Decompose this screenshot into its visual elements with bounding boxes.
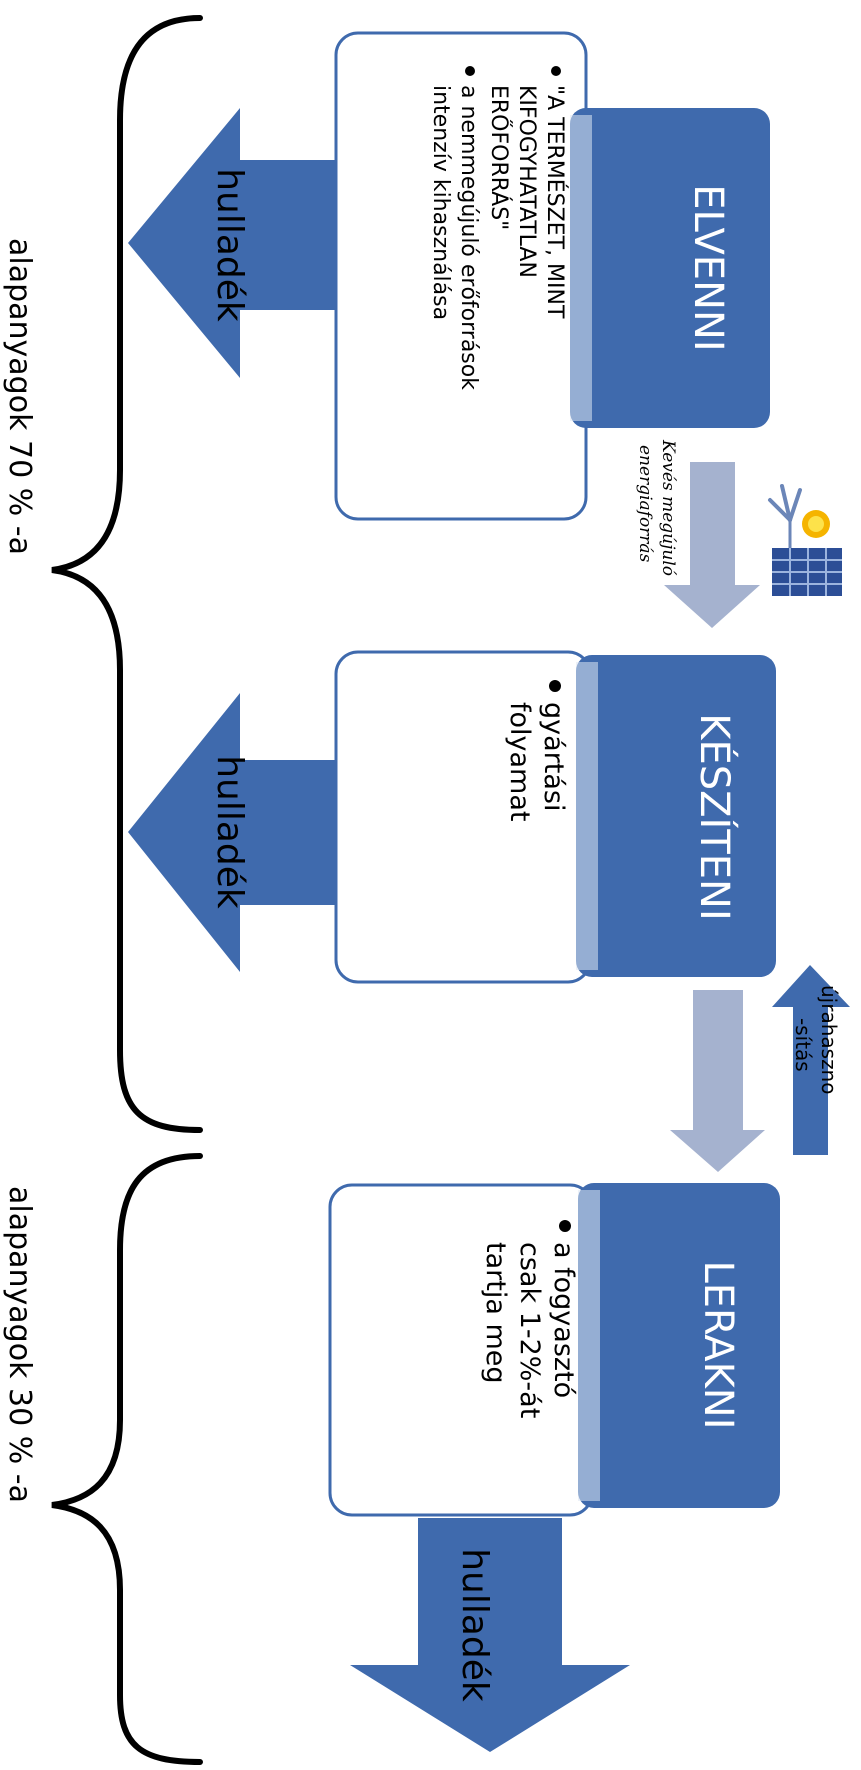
stage-1-bullet-2-line-2: intenzív kihasználása	[428, 85, 453, 320]
stage-3-bullet-line-1: a fogyasztó	[548, 1242, 579, 1398]
reuse-arrow	[772, 965, 850, 1155]
reuse-note-line-1: újrahaszno	[817, 985, 841, 1094]
stage-3-bullet-line-2: csak 1-2%-át	[514, 1242, 545, 1418]
stage-3-bullet-line-3: tartja meg	[480, 1242, 511, 1384]
stage-1-bullet-1-line-3: ERŐFORRÁS"	[486, 85, 512, 230]
brace-1	[51, 15, 203, 1133]
stage-2-title: KÉSZÍTENI	[691, 713, 739, 921]
stage-1-bullet-2-line-1: a nemmegújuló erőforrások	[456, 85, 481, 390]
stage-1-bullet-1-line-1: "A TERMÉSZET, MINT	[542, 85, 568, 319]
energy-note-line-2: energiaforrás	[635, 445, 655, 563]
flow-arrow-1	[664, 462, 760, 628]
renewable-energy-icon	[768, 484, 842, 596]
stage-3-header	[578, 1183, 780, 1508]
waste-arrow-3	[350, 1518, 630, 1752]
waste-label-2: hulladék	[209, 755, 250, 909]
stage-2-bullet-line-2: folyamat	[504, 702, 535, 821]
brace-2	[51, 1153, 203, 1765]
waste-label-1: hulladék	[209, 168, 250, 322]
waste-arrow-1	[128, 108, 355, 378]
waste-label-3: hulladék	[454, 1548, 495, 1702]
stage-2-header	[576, 655, 776, 977]
stage-1-bullet-1-line-2: KIFOGYHATATLAN	[514, 85, 539, 278]
energy-note-line-1: Kevés megújuló	[658, 439, 678, 576]
reuse-note-line-2: -sítás	[791, 1018, 815, 1072]
stage-1-title: ELVENNI	[685, 184, 731, 351]
waste-arrow-2	[128, 693, 355, 972]
brace-2-label: alapanyagok 30 % -a	[2, 1186, 37, 1503]
flow-arrow-2	[670, 990, 765, 1172]
stage-2-bullet-line-1: gyártási	[538, 702, 569, 811]
brace-1-label: alapanyagok 70 % -a	[2, 238, 37, 555]
stage-3-title: LERAKNI	[695, 1260, 741, 1429]
stage-1-header	[570, 108, 770, 428]
